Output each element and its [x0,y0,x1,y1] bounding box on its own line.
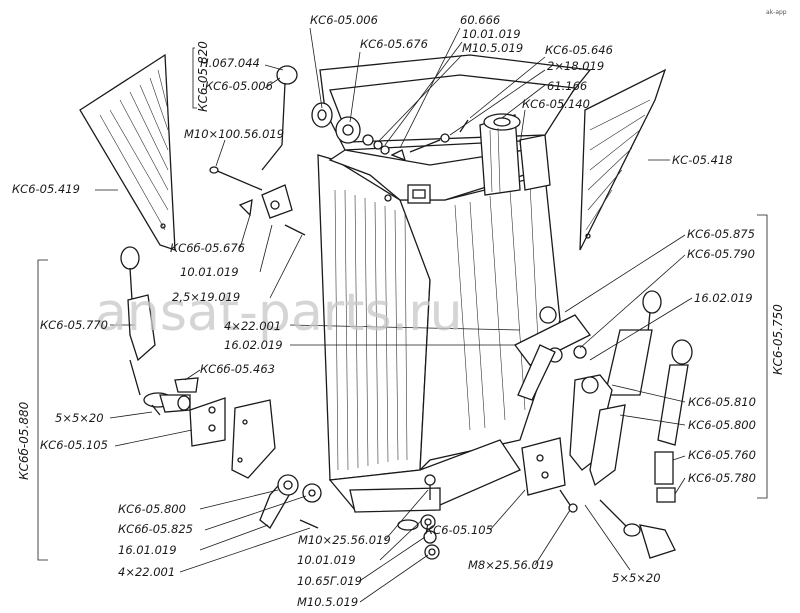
part-labels: КС6-05.006 60.666 КС6-05.676 10.01.019 М… [12,13,756,609]
lever-rod-assembly [209,65,306,236]
part-label: КС6-05.105 [40,438,108,452]
left-lever-assembly [120,246,322,529]
part-label: 5×5×20 [55,411,104,425]
part-label: 10.65Г.019 [297,574,362,588]
part-label: КС6б-05.676 [170,241,245,255]
part-label: М8×25.56.019 [468,558,553,572]
top-small-parts [311,102,551,204]
part-label: КС6-05.780 [688,471,756,485]
main-column-housing [317,54,592,513]
corner-mark: ak-арр [766,9,787,16]
part-label: КС6-05.770 [40,318,108,332]
group-bracket-left [37,259,48,561]
part-label: КС6-05.800 [688,418,756,432]
part-label: КС6-05.810 [688,395,756,409]
group-labels: КС6-05.820 КС6б-05.880 КС6-05.750 [17,41,785,480]
part-label: 10.01.019 [462,27,521,41]
part-label: КС6-05.800 [118,502,186,516]
right-glass-panel [579,68,667,251]
part-label: КС6-05.875 [687,227,755,241]
group-label-right: КС6-05.750 [771,304,785,375]
part-label: КС6-05.790 [687,247,755,261]
part-label: 16.02.019 [694,291,753,305]
part-label: 5×5×20 [612,571,661,585]
leader-lines [95,27,693,603]
part-label: КС6-05.419 [12,182,80,196]
part-label: М10.5.019 [462,41,523,55]
part-label: 16.01.019 [118,543,177,557]
part-label: М10×100.56.019 [184,127,284,141]
part-label: 16.02.019 [224,338,283,352]
part-label: 2×18.019 [547,59,604,73]
part-label: КС6-05.760 [688,448,756,462]
part-label: 4×22.001 [118,565,175,579]
part-label: 2,5×19.019 [172,290,240,304]
right-lever-assembly [514,290,693,559]
group-label-top: КС6-05.820 [196,41,210,112]
part-label: М10×25.56.019 [298,533,391,547]
part-label: КС6-05.676 [360,37,428,51]
left-glass-panel [79,53,176,251]
part-label: КС6-05.006 [310,13,378,27]
part-label: 10.01.019 [297,553,356,567]
part-label: КС6-05.105 [425,523,493,537]
group-bracket-top [192,47,197,109]
part-label: КС6-05.140 [522,97,590,111]
part-label: КС6б-05.463 [200,362,275,376]
part-label: Н.067.044 [200,56,260,70]
part-label: 60.666 [460,13,500,27]
part-label: 4×22.001 [224,319,281,333]
group-bracket-right [757,214,768,499]
bottom-fasteners [397,474,440,560]
group-label-left: КС6б-05.880 [17,401,31,480]
part-label: 61.166 [547,79,587,93]
watermark: ansat-parts.ru [95,283,463,343]
part-label: 10.01.019 [180,265,239,279]
part-label: КС-05.418 [672,153,733,167]
part-label: КС6-05.646 [545,43,613,57]
part-label: КС6б-05.825 [118,522,193,536]
part-label: М10.5.019 [297,595,358,609]
part-label: КС6-05.006 [205,79,273,93]
